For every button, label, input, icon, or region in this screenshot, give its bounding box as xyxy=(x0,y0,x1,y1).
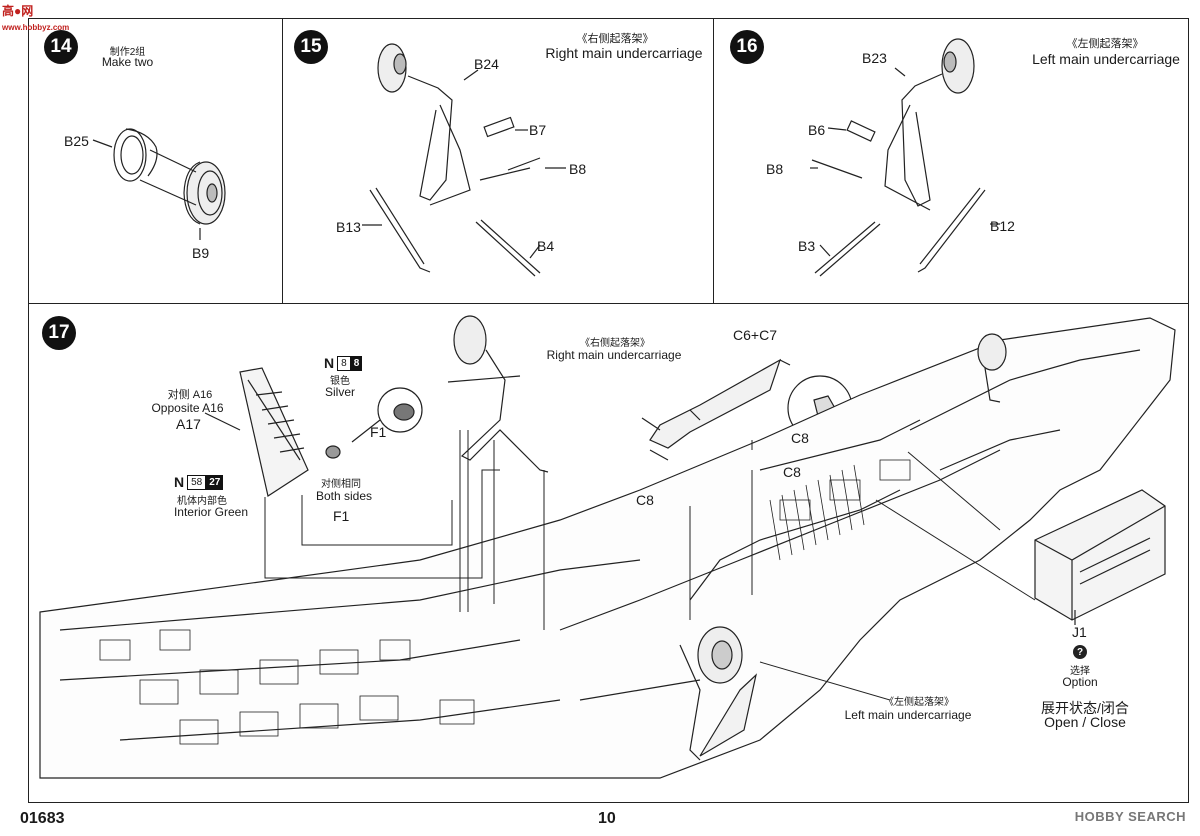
wheel-b9-drawing xyxy=(183,161,226,225)
watermark-top-url: www.hobbyz.com xyxy=(2,23,70,32)
part-label-c8-left: C8 xyxy=(636,492,654,508)
right-uc-en: Right main undercarriage xyxy=(546,348,682,362)
part-label-b7: B7 xyxy=(529,122,547,138)
part-label-b12: B12 xyxy=(990,218,1015,234)
watermark-bottom-right: HOBBY SEARCH xyxy=(1074,809,1186,824)
paint-code-n: N xyxy=(174,474,185,490)
step-15-title-en: Right main undercarriage xyxy=(545,45,703,61)
open-close-cn: 展开状态/闭合 xyxy=(1041,700,1129,716)
option-question-icon: ? xyxy=(1073,645,1087,659)
part-label-a17: A17 xyxy=(176,416,201,432)
part-label-b24: B24 xyxy=(474,56,499,72)
part-label-b4: B4 xyxy=(537,238,555,254)
step-14-note-cn: 制作2组 xyxy=(109,47,146,58)
left-uc-cn: 《左侧起落架》 xyxy=(884,697,954,708)
paint-green-en: Interior Green xyxy=(173,505,249,519)
paint-code-box1: 58 xyxy=(187,474,207,490)
step-14-note-en: Make two xyxy=(101,55,154,69)
opposite-a16-en: Opposite A16 xyxy=(151,401,224,415)
assembly-leader-lines xyxy=(264,430,1036,701)
intake-louvres xyxy=(769,464,865,561)
part-label-b3: B3 xyxy=(798,238,816,254)
paint-callout-silver: N 8 8 xyxy=(324,355,363,371)
paint-code-n: N xyxy=(324,355,335,371)
step-16-title-en: Left main undercarriage xyxy=(1032,51,1180,67)
part-label-c6-c7: C6+C7 xyxy=(733,327,777,343)
step-15-number: 15 xyxy=(294,30,328,64)
option-en: Option xyxy=(1062,675,1098,689)
left-gear-step17-drawing xyxy=(679,626,757,761)
paint-code-box1: 8 xyxy=(337,355,351,371)
step-17-number: 17 xyxy=(42,316,76,350)
step-17-panel xyxy=(28,303,1189,803)
part-label-c8-detail: C8 xyxy=(791,430,809,446)
fuselage-underside-drawing xyxy=(39,317,1176,779)
part-label-b25: B25 xyxy=(64,133,89,149)
part-label-b9: B9 xyxy=(192,245,210,261)
paint-callout-interior-green: N 58 27 xyxy=(174,474,224,490)
part-label-c8-right: C8 xyxy=(783,464,801,480)
watermark-top-left: 高●网 www.hobbyz.com xyxy=(2,2,69,33)
step-14-number: 14 xyxy=(44,30,78,64)
part-label-b23: B23 xyxy=(862,50,887,66)
paint-code-box2: 8 xyxy=(350,355,363,371)
part-j1-drawing xyxy=(1034,489,1166,625)
part-label-f1-detail: F1 xyxy=(370,424,387,440)
step-16-number: 16 xyxy=(730,30,764,64)
right-gear-step15-drawing xyxy=(362,43,566,277)
right-gear-step17-drawing xyxy=(447,315,549,473)
nose-gear-drawing xyxy=(977,333,1007,403)
part-label-b8-left: B8 xyxy=(766,161,784,177)
part-label-b6: B6 xyxy=(808,122,826,138)
part-label-b8: B8 xyxy=(569,161,587,177)
part-f1-drawing xyxy=(325,387,423,459)
left-uc-en: Left main undercarriage xyxy=(844,708,972,722)
both-sides-en: Both sides xyxy=(315,489,373,503)
missile-c6c7-drawing xyxy=(641,358,791,461)
paint-silver-en: Silver xyxy=(324,385,355,399)
gear-door-a17-drawing xyxy=(204,367,309,497)
both-sides-cn: 对侧相同 xyxy=(321,479,361,490)
paint-green-cn: 机体内部色 xyxy=(177,496,227,507)
hub-b25-drawing xyxy=(113,128,158,182)
page-number: 10 xyxy=(598,810,616,827)
left-gear-step16-drawing xyxy=(810,38,1000,277)
part-label-b13: B13 xyxy=(336,219,361,235)
part-label-j1: J1 xyxy=(1072,624,1087,640)
watermark-top-text: 高●网 xyxy=(2,4,34,18)
right-uc-cn: 《右侧起落架》 xyxy=(580,338,650,349)
paint-code-box2: 27 xyxy=(206,474,224,490)
part-label-f1: F1 xyxy=(333,508,350,524)
open-close-en: Open / Close xyxy=(1044,714,1126,730)
step-16-title-cn: 《左侧起落架》 xyxy=(1066,38,1144,50)
paint-silver-cn: 银色 xyxy=(330,376,350,387)
opposite-a16-cn: 对侧 A16 xyxy=(167,389,213,401)
option-cn: 选择 xyxy=(1070,666,1090,677)
step-15-title-cn: 《右侧起落架》 xyxy=(576,33,654,45)
kit-code: 01683 xyxy=(20,810,65,827)
